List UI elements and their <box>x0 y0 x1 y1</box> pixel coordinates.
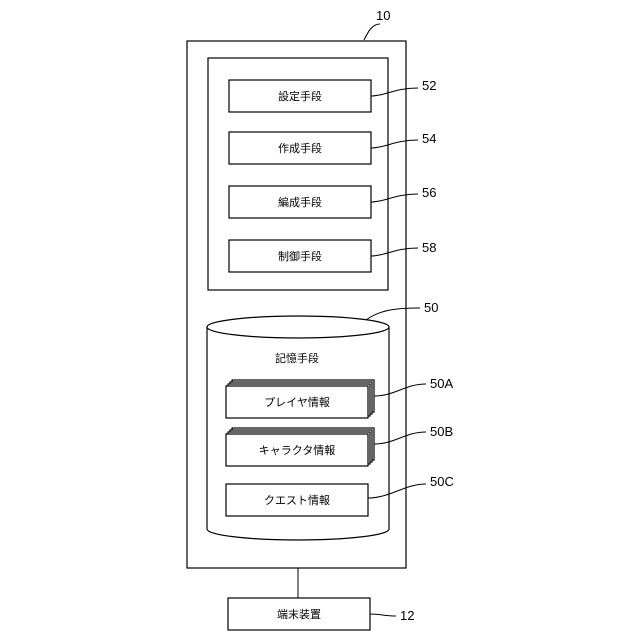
creation-means-label: 作成手段 <box>278 141 322 155</box>
storage-label: 記憶手段 <box>275 351 319 365</box>
server-ref-leader <box>364 24 380 40</box>
setting-means-label: 設定手段 <box>278 89 322 103</box>
creation-means-ref: 54 <box>422 131 436 146</box>
control-means-ref: 58 <box>422 240 436 255</box>
server-ref-label: 10 <box>376 8 390 23</box>
setting-means-ref: 52 <box>422 78 436 93</box>
player-info-ref: 50A <box>430 376 453 391</box>
storage-ref: 50 <box>424 300 438 315</box>
character-info-label: キャラクタ情報 <box>259 444 336 457</box>
control-means-label: 制御手段 <box>278 249 322 263</box>
terminal-device-leader <box>370 614 396 616</box>
terminal-device-label: 端末装置 <box>277 607 321 621</box>
player-info-label: プレイヤ情報 <box>264 396 330 409</box>
organizing-means-label: 編成手段 <box>278 195 322 209</box>
terminal-device-ref: 12 <box>400 608 414 623</box>
quest-info-ref: 50C <box>430 474 454 489</box>
quest-info-label: クエスト情報 <box>264 494 330 507</box>
character-info-ref: 50B <box>430 424 453 439</box>
organizing-means-ref: 56 <box>422 185 436 200</box>
